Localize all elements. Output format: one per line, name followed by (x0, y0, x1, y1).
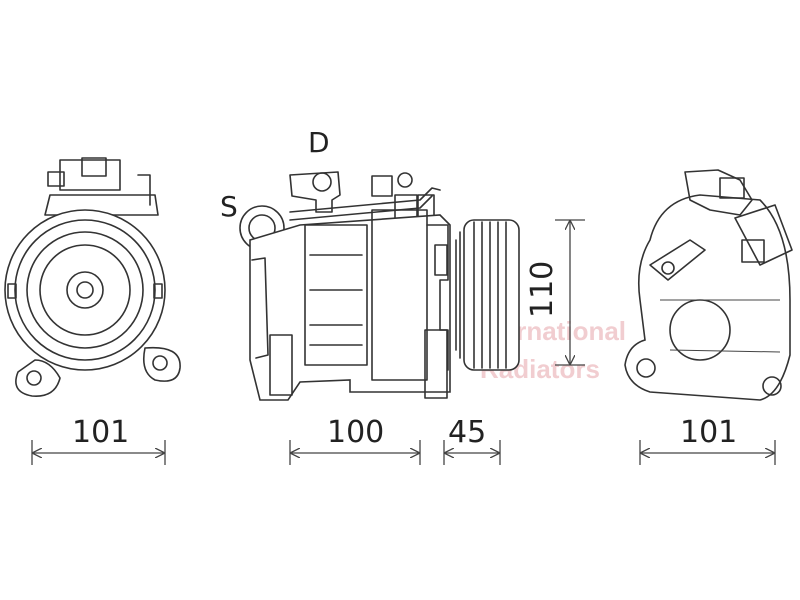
stud-left (7, 283, 17, 299)
cylinder-section (304, 224, 368, 366)
mount-hole-left (26, 370, 42, 386)
compressor-body (249, 214, 451, 401)
discharge-port (289, 171, 341, 213)
housing-side (137, 174, 151, 206)
stud-right (153, 283, 163, 299)
rear-valve-cap (741, 239, 765, 263)
dimension-front-width: 101 (31, 415, 166, 465)
front-housing (371, 209, 428, 381)
dim-body-length-label: 100 (327, 415, 384, 450)
hub (66, 271, 104, 309)
connector-body (59, 159, 121, 191)
mount-ear-right (142, 346, 181, 382)
clutch-ring-1 (14, 219, 156, 361)
front-housing-edge (426, 224, 449, 371)
rear-port (649, 239, 706, 281)
pipe-top (289, 187, 441, 213)
rear-housing (624, 194, 791, 401)
housing-top (44, 194, 159, 216)
valve-connector-2 (397, 172, 413, 188)
dim-front-width-label: 101 (72, 415, 129, 450)
mount-hole-right (152, 355, 168, 371)
pipe-top-2 (289, 195, 433, 221)
clutch-ring-3 (39, 244, 131, 336)
rear-mount-hole-right (762, 376, 782, 396)
dimension-rear-width: 101 (639, 415, 776, 465)
dimension-pulley-length: 45 (443, 415, 501, 465)
dimension-body-length: 100 (289, 415, 421, 465)
connector-top (81, 157, 107, 177)
rear-cover (251, 257, 269, 359)
dim-rear-width-label: 101 (680, 415, 737, 450)
dim-height-label: 110 (525, 261, 560, 318)
rear-valve (734, 204, 793, 266)
connector-clip (47, 171, 65, 187)
front-view (4, 157, 181, 397)
clutch-ring-2 (26, 231, 144, 349)
rear-view (624, 169, 793, 401)
pulley (463, 219, 520, 371)
rear-mount (269, 334, 293, 396)
valve-connector-1 (371, 175, 393, 197)
front-mount (424, 329, 448, 399)
front-boss (434, 244, 448, 276)
dimension-height: 110 (525, 219, 585, 366)
hub-center (76, 281, 94, 299)
rear-connector-plug (719, 177, 745, 199)
rear-connector (684, 169, 753, 216)
side-view: D S (220, 126, 520, 401)
dim-pulley-length-label: 45 (448, 415, 486, 450)
suction-label: S (220, 190, 238, 223)
clutch-outer (4, 209, 166, 371)
rear-port-bolt (661, 261, 675, 275)
rear-mount-hole-left (636, 358, 656, 378)
mount-ear-left (15, 359, 61, 397)
discharge-label: D (308, 126, 330, 159)
discharge-port-hole (312, 172, 332, 192)
rear-body-lines (660, 299, 781, 353)
